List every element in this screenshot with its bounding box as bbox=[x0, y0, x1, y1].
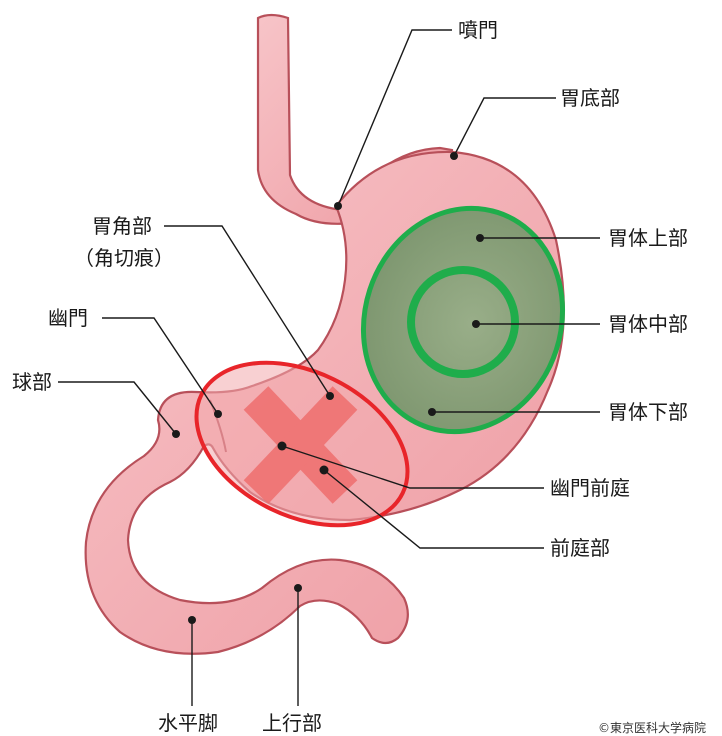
label-bulb: 球部 bbox=[12, 370, 52, 394]
label-horizontal: 水平脚 bbox=[158, 711, 218, 735]
label-fundus: 胃底部 bbox=[560, 86, 620, 110]
label-lower-body: 胃体下部 bbox=[608, 400, 688, 424]
label-angle: 胃角部 bbox=[92, 214, 152, 238]
credit-text: ©東京医科大学病院 bbox=[598, 720, 706, 735]
label-pylorus: 幽門 bbox=[48, 306, 88, 330]
label-ascending: 上行部 bbox=[262, 711, 322, 735]
label-pyloric-antrum: 幽門前庭 bbox=[550, 476, 630, 500]
label-cardia: 噴門 bbox=[458, 18, 498, 42]
label-antrum: 前庭部 bbox=[550, 536, 610, 560]
label-middle-body: 胃体中部 bbox=[608, 312, 688, 336]
label-upper-body: 胃体上部 bbox=[608, 226, 688, 250]
label-angle-sub: （角切痕） bbox=[74, 246, 174, 270]
